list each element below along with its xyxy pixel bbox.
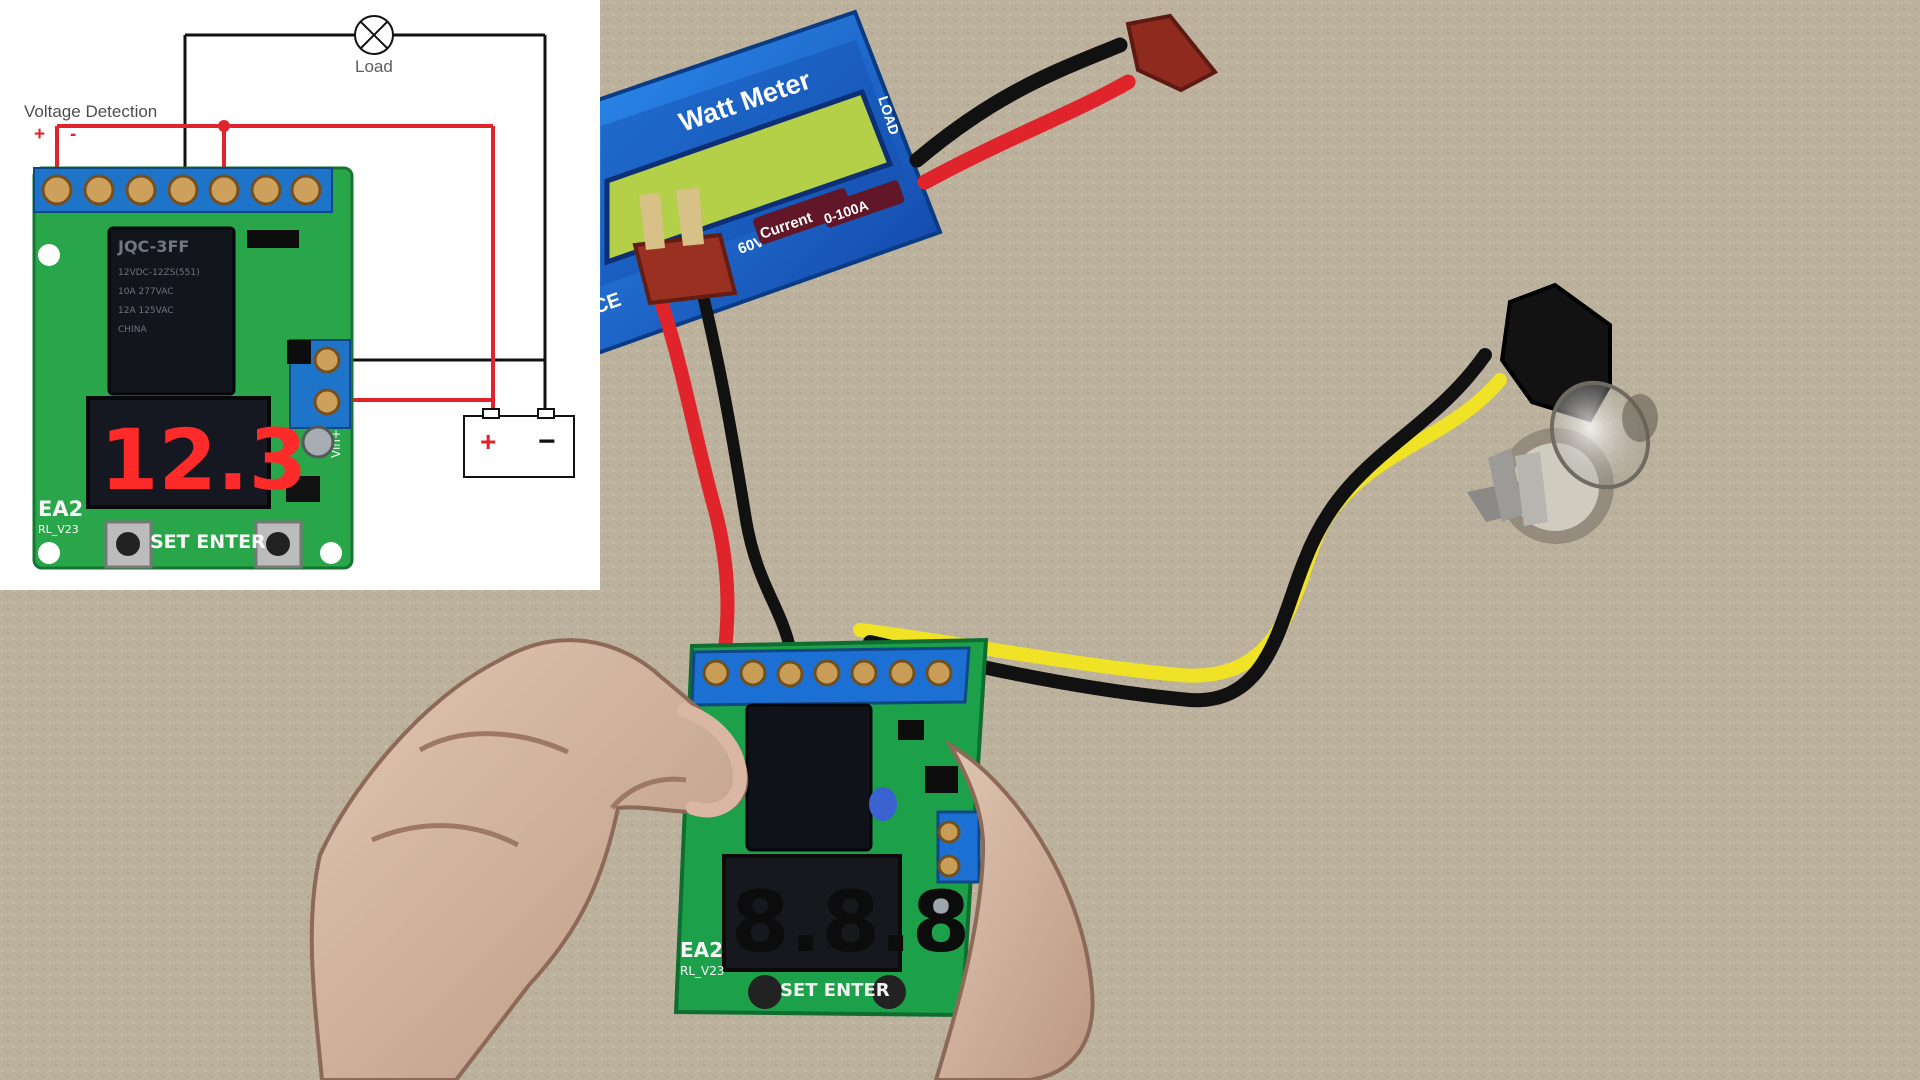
relay-board-model: EA2	[680, 938, 723, 962]
h4-headlight-bulb	[1467, 282, 1658, 544]
diagram-board-model: EA2	[38, 497, 83, 521]
relay-board-display-reading: 8.8.8	[731, 873, 970, 971]
battery-plus-label: +	[480, 426, 496, 457]
diagram-relay-spec-1: 12VDC-12ZS(551)	[118, 268, 200, 278]
relay-board-led-display	[722, 854, 902, 972]
diagram-led-display	[86, 396, 271, 509]
diagram-relay-origin: CHINA	[118, 325, 147, 335]
battery-symbol: + −	[463, 408, 575, 478]
relay-board-button-labels: SET ENTER	[780, 980, 890, 1001]
voltage-detection-minus-label: -	[70, 124, 76, 145]
diagram-button-labels: SET ENTER	[150, 531, 266, 553]
wiring-diagram-svg: Load Voltage Detection + - + −	[0, 0, 600, 590]
relay-board-photo: 8.8.8 SET ENTER EA2 RL_V23	[673, 637, 989, 1018]
watt-meter-lcd	[604, 88, 894, 266]
diagram-display-reading: 12.3	[100, 411, 307, 509]
load-label: Load	[355, 57, 393, 76]
diagram-relay	[107, 226, 236, 396]
watt-meter: Watt Meter LOAD 60V Current 0-100A CE	[590, 9, 943, 358]
relay-board-version: RL_V23	[680, 964, 725, 978]
load-lamp-symbol	[354, 15, 394, 55]
diagram-relay-spec-3: 12A 125VAC	[118, 306, 174, 316]
diagram-relay-brand: JQC-3FF	[117, 237, 189, 256]
watt-meter-load-cables	[909, 13, 1219, 190]
wiring-diagram-inset: Load Voltage Detection + - + −	[0, 0, 600, 590]
battery-minus-label: −	[538, 425, 556, 458]
voltage-detection-label: Voltage Detection	[24, 102, 157, 121]
xt-connector-load	[1125, 13, 1219, 93]
hand-thumb	[677, 703, 747, 818]
diagram-board-version: RL_V23	[38, 523, 79, 536]
watt-meter-input-cables	[632, 188, 796, 667]
relay-board-diagram: JQC-3FF 12VDC-12ZS(551) 10A 277VAC 12A 1…	[32, 166, 354, 570]
diagram-relay-spec-2: 10A 277VAC	[118, 287, 174, 297]
relay-component	[745, 703, 873, 852]
voltage-detection-plus-label: +	[34, 124, 45, 145]
